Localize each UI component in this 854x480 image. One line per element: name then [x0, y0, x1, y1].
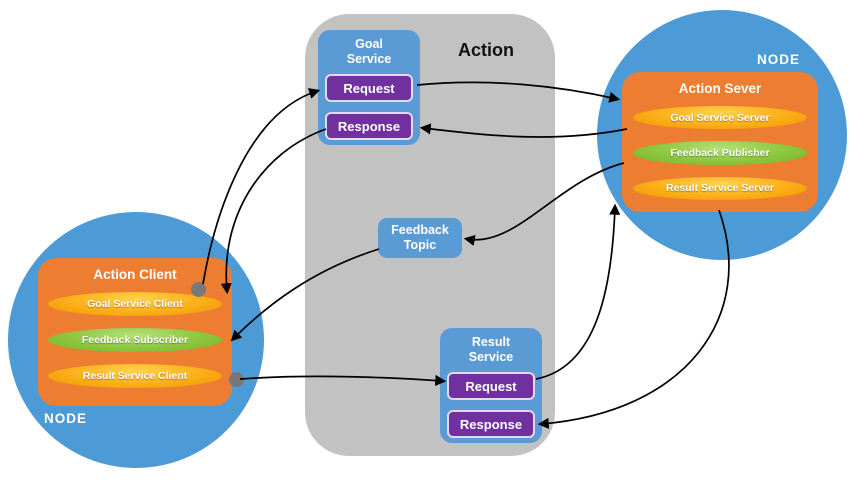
- goal-service-box: Goal Service Request Response: [318, 30, 420, 145]
- goal-service-client-pill: Goal Service Client: [48, 292, 222, 316]
- goal-service-server-pill: Goal Service Server: [633, 106, 807, 130]
- result-response-box: Response: [447, 410, 535, 438]
- server-node-label: NODE: [757, 52, 801, 67]
- action-client-box: Action Client Goal Service Client Feedba…: [38, 258, 232, 406]
- goal-service-title: Goal Service: [346, 37, 392, 66]
- feedback-publisher-pill: Feedback Publisher: [633, 141, 807, 165]
- action-client-title: Action Client: [93, 267, 177, 282]
- action-server-box: Action Sever Goal Service Server Feedbac…: [622, 72, 818, 212]
- goal-response-box: Response: [325, 112, 413, 140]
- goal-request-box: Request: [325, 74, 413, 102]
- feedback-subscriber-pill: Feedback Subscriber: [48, 328, 222, 352]
- client-node-label: NODE: [44, 411, 88, 426]
- result-service-client-pill: Result Service Client: [48, 364, 222, 388]
- result-service-box: Result Service Request Response: [440, 328, 542, 443]
- result-request-box: Request: [447, 372, 535, 400]
- result-service-server-pill: Result Service Server: [633, 176, 807, 200]
- action-panel-title: Action: [458, 40, 514, 60]
- goal-connector-dot: [191, 282, 206, 297]
- feedback-topic-box: Feedback Topic: [378, 218, 462, 258]
- result-connector-dot: [229, 372, 244, 387]
- feedback-topic-title: Feedback Topic: [391, 223, 449, 252]
- action-server-title: Action Sever: [678, 81, 762, 96]
- result-service-title: Result Service: [468, 335, 514, 364]
